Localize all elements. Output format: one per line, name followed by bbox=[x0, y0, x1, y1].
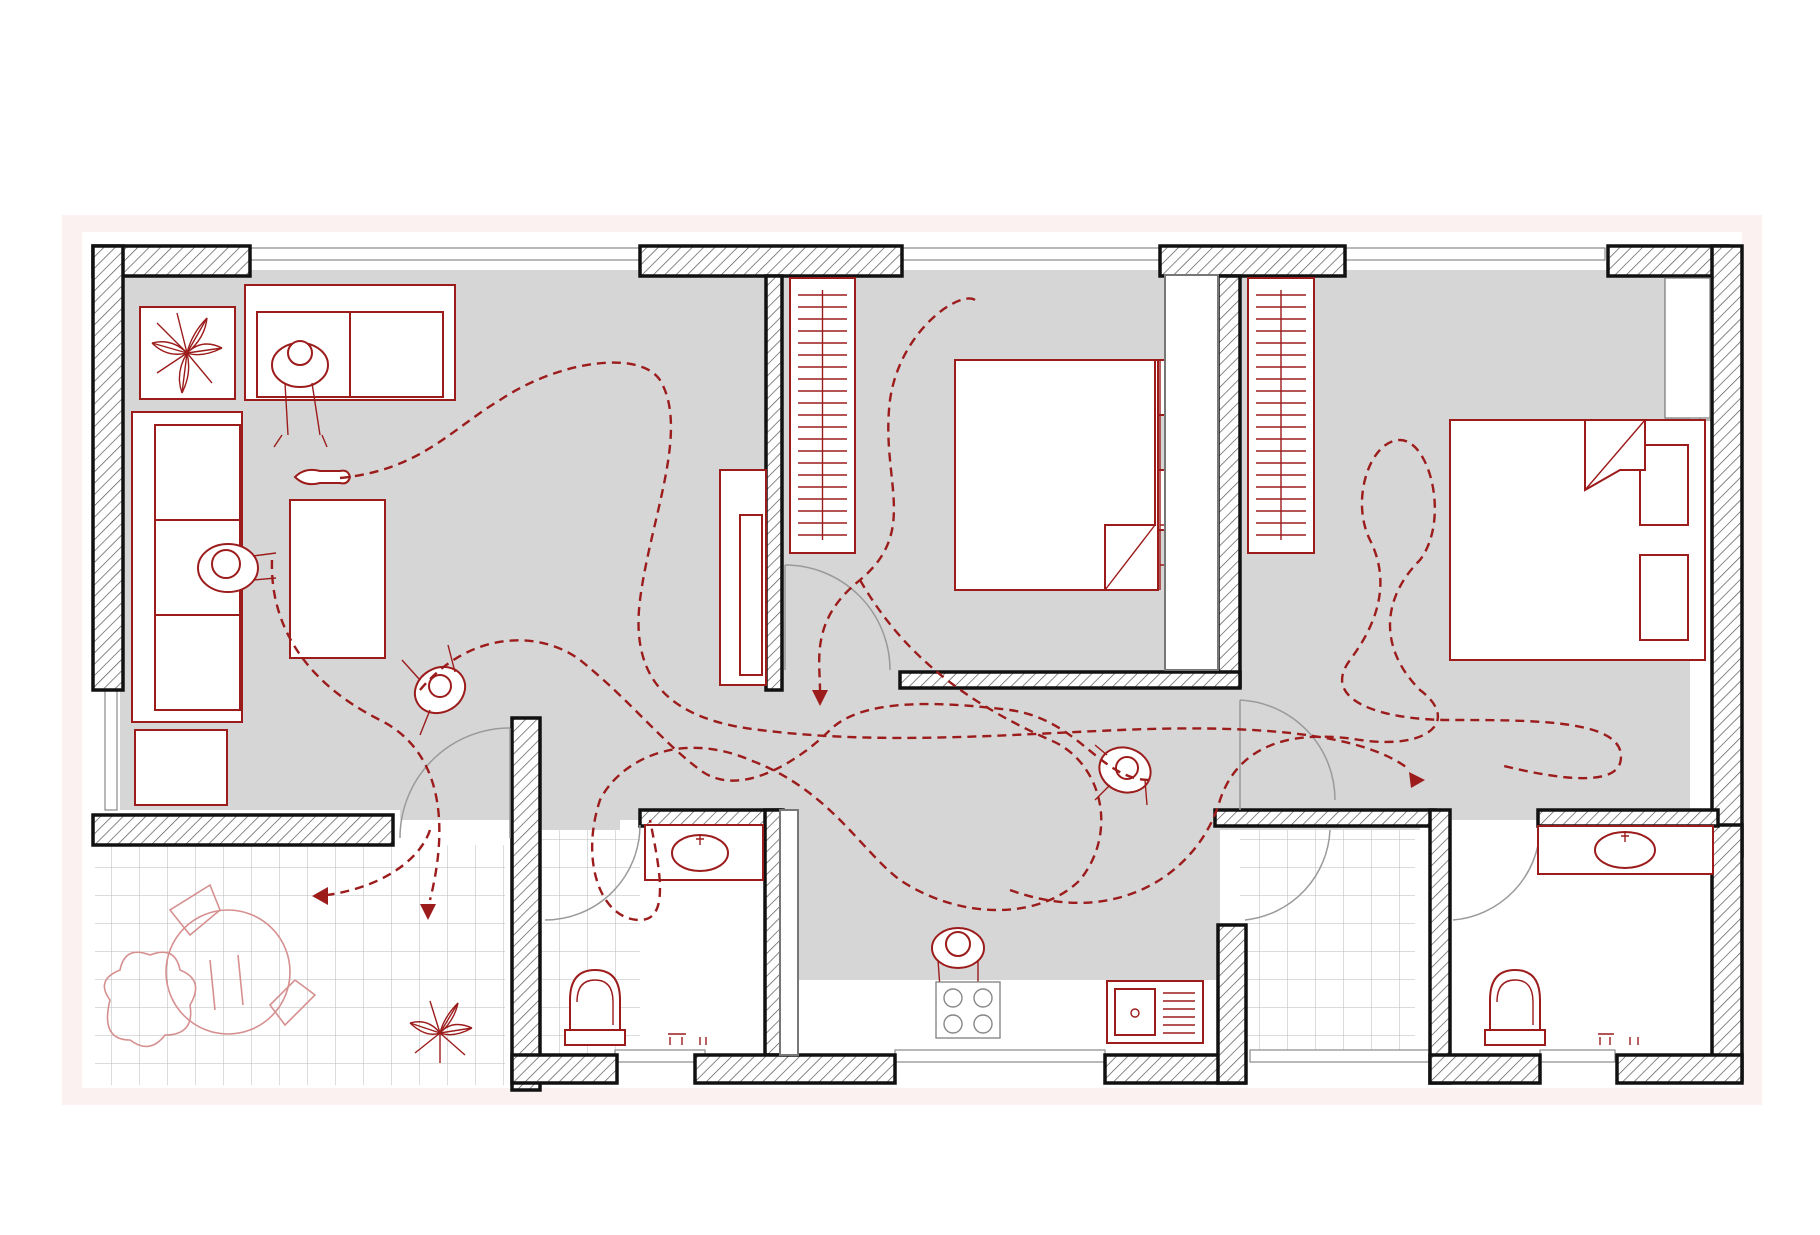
bedroom-1-closet bbox=[1164, 274, 1219, 671]
bathroom-1 bbox=[564, 824, 764, 1046]
sofa-left bbox=[131, 411, 243, 723]
sink-icon bbox=[1106, 980, 1204, 1044]
coffee-table bbox=[289, 499, 386, 659]
toilet-icon bbox=[1484, 968, 1546, 1046]
toilet-icon bbox=[564, 968, 626, 1046]
terrace bbox=[103, 883, 473, 1063]
plant-icon bbox=[103, 951, 197, 1048]
person-icon bbox=[401, 644, 467, 736]
bedroom-2-shelf bbox=[1664, 277, 1711, 419]
person-icon bbox=[271, 340, 329, 448]
wardrobe-slats bbox=[798, 290, 1306, 540]
dog-icon bbox=[293, 468, 352, 486]
sink-icon bbox=[671, 834, 729, 872]
tv bbox=[739, 514, 763, 676]
person-icon bbox=[197, 543, 277, 593]
person-icon bbox=[931, 927, 985, 989]
dining-table-icon bbox=[165, 883, 317, 1035]
kitchen bbox=[779, 809, 1204, 1056]
terrace-tiles bbox=[95, 845, 505, 1085]
bathroom-2 bbox=[1484, 825, 1714, 1046]
stove-icon bbox=[935, 981, 1001, 1039]
ottoman bbox=[134, 729, 228, 806]
person-icon bbox=[1094, 744, 1152, 806]
sofa-top bbox=[244, 284, 456, 401]
sink-icon bbox=[1594, 831, 1656, 869]
plant-icon bbox=[409, 1000, 473, 1063]
living-room-furniture bbox=[131, 284, 767, 806]
hall-tiles-right bbox=[1240, 830, 1415, 1060]
walls bbox=[91, 244, 1744, 1092]
movement-paths bbox=[270, 297, 1623, 922]
plant-icon bbox=[151, 312, 223, 394]
bed-icon bbox=[1449, 419, 1706, 661]
